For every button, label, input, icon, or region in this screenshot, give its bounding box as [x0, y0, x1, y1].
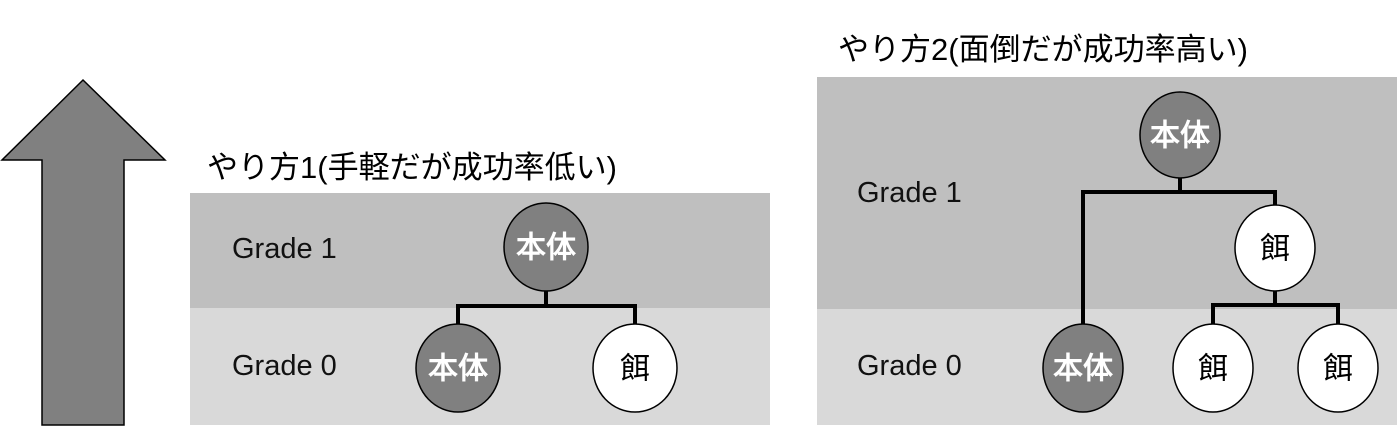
- method2-grade0-label: Grade 0: [857, 350, 962, 382]
- method2-connectors: [1081, 177, 1340, 325]
- node-label: 本体: [1053, 353, 1114, 386]
- method2-node-bottom-body: 本体: [1042, 323, 1124, 413]
- method2-node-mid-bait: 餌: [1234, 204, 1316, 292]
- method2-node-bottom-bait-2: 餌: [1297, 323, 1379, 413]
- node-label: 本体: [428, 353, 489, 386]
- node-label: 本体: [516, 232, 577, 265]
- grade-up-arrow: [0, 78, 167, 426]
- node-label: 餌: [1323, 353, 1353, 386]
- node-label: 餌: [1260, 233, 1290, 266]
- method1-node-top-body: 本体: [503, 202, 589, 292]
- method1-grade0-label: Grade 0: [232, 350, 337, 382]
- method2-grade1-label: Grade 1: [857, 177, 962, 209]
- node-label: 餌: [1198, 353, 1228, 386]
- method2-title: やり方2(面倒だが成功率高い): [838, 32, 1248, 67]
- method1-grade1-label: Grade 1: [232, 233, 337, 265]
- node-label: 餌: [620, 353, 650, 386]
- method2-node-top-body: 本体: [1139, 91, 1221, 179]
- node-label: 本体: [1150, 120, 1211, 153]
- method1-connectors: [456, 290, 637, 326]
- method2-node-bottom-bait-1: 餌: [1172, 323, 1254, 413]
- method1-grade1-band: [190, 193, 770, 308]
- method1-node-bottom-body: 本体: [415, 323, 501, 413]
- method1-title: やり方1(手軽だが成功率低い): [207, 150, 617, 185]
- method1-node-bottom-bait: 餌: [592, 323, 678, 413]
